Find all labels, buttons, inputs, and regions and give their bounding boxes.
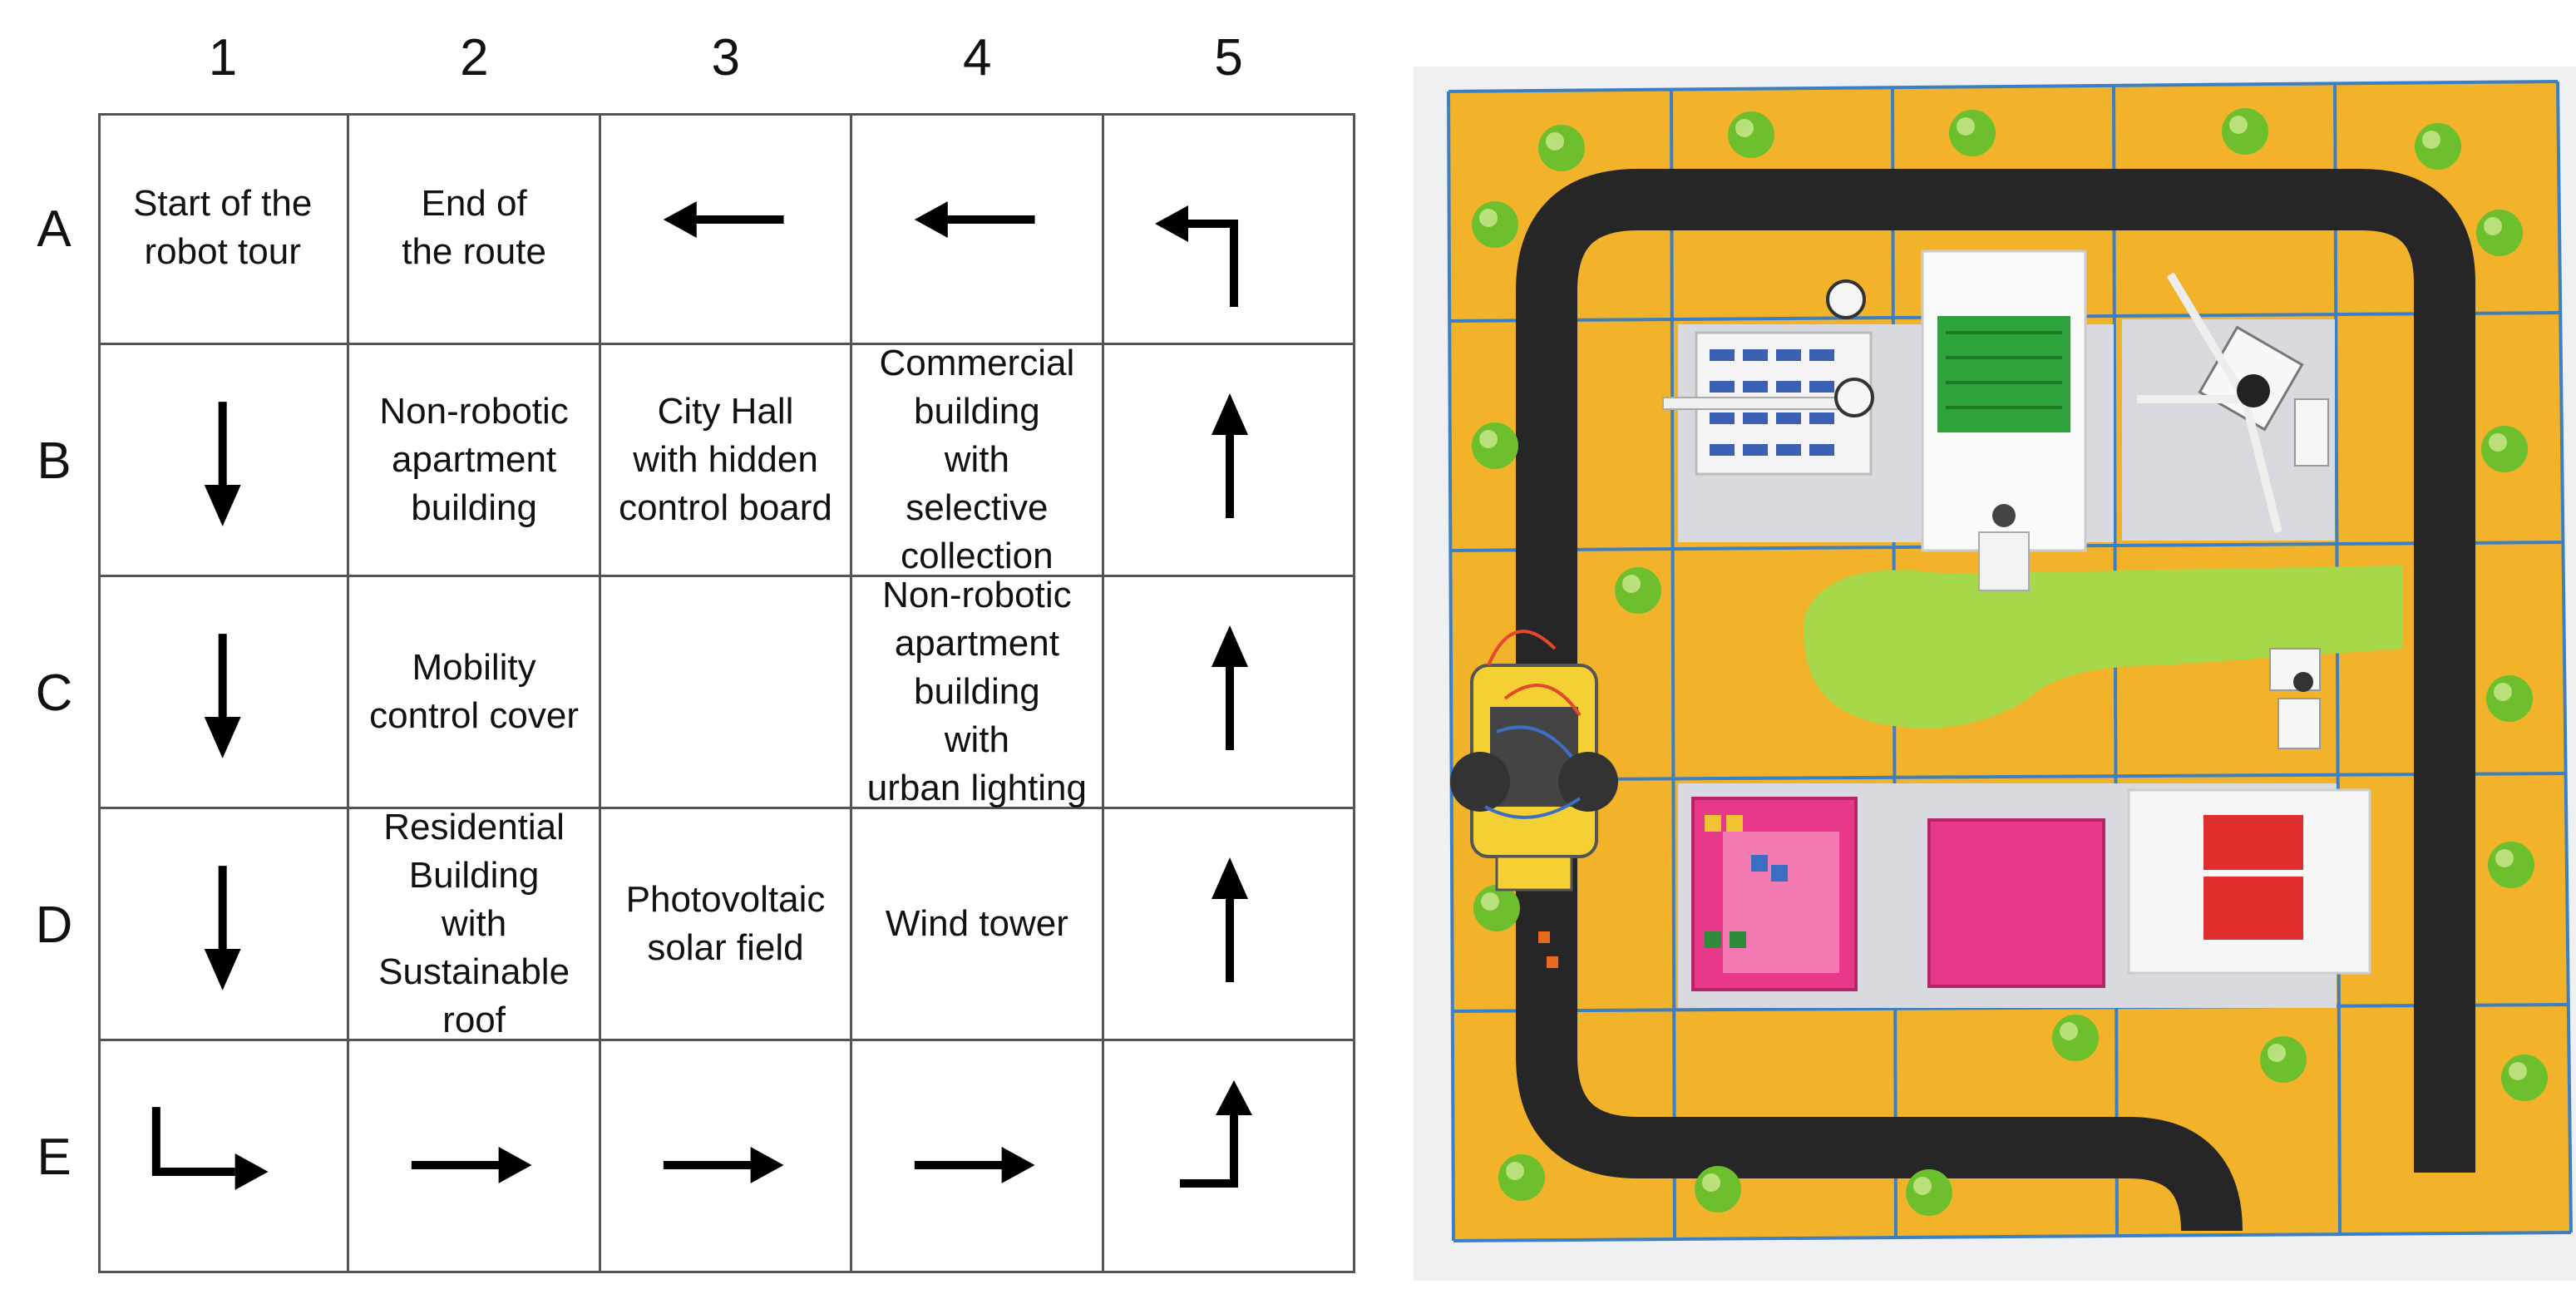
solar-field-model	[1927, 818, 2105, 988]
tree-icon	[1538, 125, 1585, 171]
grid-cell-E2	[349, 1041, 601, 1273]
grid-cell-B5	[1103, 345, 1355, 577]
cell-label-A1: Start of the robot tour	[133, 183, 313, 272]
trees	[1472, 108, 2548, 1216]
grid-cell-B4: Commercial building with selective colle…	[852, 343, 1104, 577]
streetlight-model	[2269, 648, 2321, 749]
grid-cell-C2: Mobility control cover	[349, 577, 601, 809]
right-up-turn-arrow-icon	[1179, 1080, 1252, 1188]
column-header-3: 3	[711, 29, 741, 86]
tree-icon	[2052, 1015, 2099, 1061]
tree-icon	[2501, 1055, 2548, 1101]
up-arrow-icon	[1211, 625, 1248, 750]
tree-icon	[2486, 675, 2533, 722]
grid-cell-D5	[1103, 809, 1355, 1041]
robot-city-map-photo	[1414, 67, 2576, 1281]
tree-icon	[1472, 201, 1518, 248]
grid-cell-B1	[98, 345, 350, 577]
wind-tower-model	[2127, 788, 2371, 975]
row-header-C: C	[35, 664, 73, 722]
tree-icon	[2415, 123, 2461, 170]
up-arrow-icon	[1211, 857, 1248, 982]
down-right-turn-arrow-icon	[151, 1107, 269, 1190]
grid-cell-B2: Non-robotic apartment building	[349, 345, 601, 577]
tree-icon	[1615, 567, 1661, 614]
cell-label-A2: End of the route	[402, 183, 546, 272]
grid-cell-C4: Non-robotic apartment building with urba…	[852, 575, 1104, 809]
right-arrow-icon	[412, 1147, 532, 1183]
down-arrow-icon	[204, 401, 241, 526]
grid-cell-C5	[1103, 577, 1355, 809]
tree-icon	[1472, 422, 1518, 469]
up-left-turn-arrow-icon	[1154, 205, 1238, 307]
grid-cell-D1	[98, 809, 350, 1041]
city-hall-model	[1921, 249, 2087, 591]
up-arrow-icon	[1211, 393, 1248, 518]
column-header-1: 1	[208, 29, 238, 86]
tree-icon	[1906, 1169, 1952, 1216]
road-loop	[1516, 169, 2475, 1178]
grid-cell-D2: Residential Building with Sustainable ro…	[349, 807, 601, 1041]
tree-icon	[2222, 108, 2268, 155]
tree-icon	[2260, 1036, 2307, 1083]
grid-cell-A5	[1103, 113, 1355, 345]
grid-cell-E1	[98, 1041, 350, 1273]
row-header-D: D	[35, 896, 73, 954]
right-arrow-icon	[915, 1147, 1035, 1183]
row-header-B: B	[37, 432, 72, 490]
tree-icon	[1473, 885, 1520, 931]
cell-label-B3: City Hall with hidden control board	[619, 391, 832, 528]
down-arrow-icon	[204, 633, 241, 758]
grid-cell-C1	[98, 577, 350, 809]
column-header-4: 4	[962, 29, 992, 86]
road-exit	[2127, 1117, 2243, 1232]
cell-label-B2: Non-robotic apartment building	[379, 391, 569, 528]
grid-cell-E5	[1104, 1041, 1355, 1273]
park-lawn	[1804, 566, 2403, 729]
tree-icon	[1695, 1166, 1741, 1213]
tree-icon	[2488, 842, 2534, 888]
left-arrow-icon	[663, 200, 784, 238]
tree-icon	[2476, 210, 2523, 256]
tree-icon	[1728, 111, 1774, 158]
column-header-2: 2	[460, 29, 489, 86]
grid-cell-B3: City Hall with hidden control board	[600, 345, 853, 577]
column-header-5: 5	[1214, 29, 1243, 86]
residential-building-model	[1691, 797, 1858, 991]
row-header-A: A	[37, 200, 72, 258]
route-grid-diagram: 1 2 3 4 5 A B C D E Start of the robot tour End o…	[35, 29, 1355, 1273]
down-arrow-icon	[204, 865, 241, 990]
grid-cell-E3	[601, 1041, 853, 1273]
row-header-E: E	[37, 1128, 72, 1186]
left-arrow-icon	[915, 200, 1035, 238]
cell-label-C2: Mobility control cover	[369, 647, 580, 736]
cell-label-D4: Wind tower	[885, 903, 1068, 944]
cell-label-D2: Residential Building with Sustainable ro…	[378, 807, 570, 1040]
cell-label-C4: Non-robotic apartment building with urba…	[866, 575, 1087, 808]
tree-icon	[2481, 426, 2528, 472]
grid-cell-A3	[600, 113, 853, 345]
grid-cell-A1: Start of the robot tour	[98, 113, 350, 345]
grid-cell-D3: Photovoltaic solar field	[600, 809, 853, 1041]
cell-label-B4: Commercial building with selective colle…	[879, 343, 1075, 576]
grid-cell-E4	[852, 1041, 1104, 1273]
robot-model	[1450, 630, 1618, 968]
grid-cell-A4	[852, 113, 1104, 345]
commercial-building-model	[2137, 272, 2329, 534]
grid-cell-D4: Wind tower	[852, 809, 1104, 1041]
tree-icon	[1498, 1154, 1545, 1201]
right-arrow-icon	[663, 1147, 784, 1183]
tree-icon	[1949, 110, 1996, 156]
apartment-building-model	[1662, 279, 1874, 476]
grid-cell-C3	[600, 577, 853, 809]
cell-label-D3: Photovoltaic solar field	[625, 879, 826, 968]
grid-cell-A2: End of the route	[349, 113, 601, 345]
